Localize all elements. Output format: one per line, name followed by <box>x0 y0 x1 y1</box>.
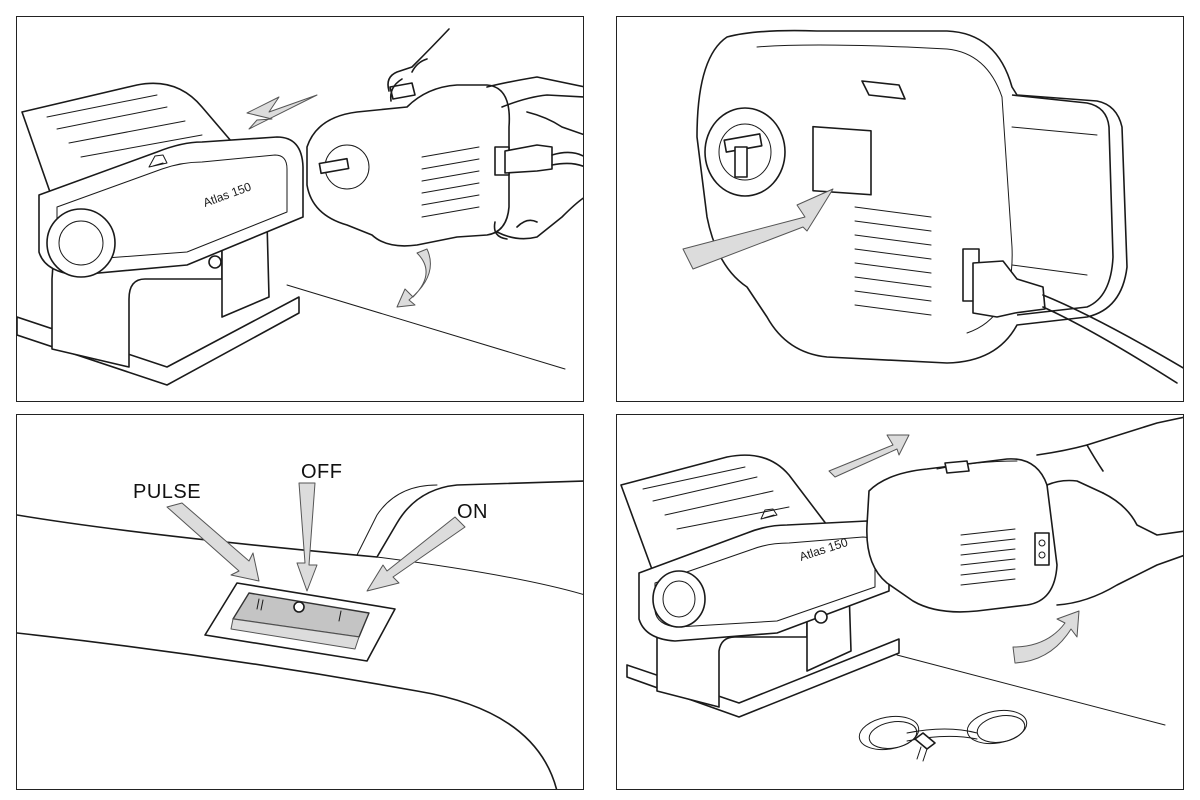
air-vent-icon <box>854 206 932 316</box>
roller-lines <box>46 94 203 158</box>
motor-ridge <box>936 460 1018 470</box>
pulse-label: PULSE <box>133 481 202 503</box>
panel-1-attach-motor: Atlas 150 <box>16 16 584 402</box>
motor-top-switch <box>389 82 416 100</box>
motor-body <box>866 458 1058 613</box>
motor-socket <box>208 255 222 269</box>
motor-socket <box>814 610 828 624</box>
direction-arrow-icon <box>828 434 910 478</box>
on-arrow-icon <box>366 516 466 592</box>
housing-ridge <box>756 44 1003 98</box>
motor-body <box>306 84 511 247</box>
adjust-knob <box>652 570 706 628</box>
table-edge <box>286 284 566 370</box>
hand-arm <box>1036 416 1183 606</box>
housing-outline-bottom <box>17 632 558 789</box>
rotate-arrow-icon <box>1012 610 1080 664</box>
hand-fingers <box>1102 492 1183 536</box>
motor-shaft <box>318 157 350 175</box>
off-arrow-icon <box>296 482 318 592</box>
brand-logo-icon <box>148 154 168 168</box>
power-plug-icon <box>962 248 1183 384</box>
brand-logo-icon <box>760 508 778 520</box>
pulse-arrow-icon <box>166 502 260 582</box>
housing-side-lines <box>1011 126 1098 276</box>
top-switch <box>861 80 906 100</box>
motor-top-switch <box>944 460 970 474</box>
air-vent-icon <box>421 146 480 218</box>
rocker-switch-icon <box>230 592 370 650</box>
left-hand <box>387 28 450 102</box>
direction-arrow-icon <box>682 188 834 270</box>
panel-4-detach-motor: Atlas 150 <box>616 414 1184 790</box>
forearm-lower <box>526 111 583 136</box>
panel-2-motor-closeup <box>616 16 1184 402</box>
on-label: ON <box>457 501 488 523</box>
air-vent-icon <box>960 528 1016 586</box>
panel-3-switch-positions: PULSE OFF ON <box>16 414 584 790</box>
panel-2-illustration <box>682 29 1183 384</box>
power-plug-icon <box>494 144 583 176</box>
right-hand <box>493 197 583 240</box>
housing-side <box>1011 94 1114 316</box>
coupling-inner <box>718 123 772 181</box>
off-label: OFF <box>301 461 343 483</box>
direction-arrow-icon <box>246 94 318 130</box>
rocker-switch-icon <box>1034 532 1050 566</box>
power-cord-icon <box>858 709 1028 762</box>
adjust-knob-inner <box>662 580 696 618</box>
panel-3-illustration <box>17 480 583 789</box>
table-edge <box>896 654 1166 726</box>
housing-outline-top <box>17 480 583 558</box>
housing-fold <box>356 484 438 556</box>
drive-pin <box>734 146 748 178</box>
forearm-upper <box>486 76 583 108</box>
adjust-knob-inner <box>58 220 104 266</box>
roller-lines <box>642 466 790 530</box>
rotate-arrow-icon <box>396 248 431 308</box>
panel-4-illustration: Atlas 150 <box>620 416 1183 762</box>
rating-plate <box>812 125 872 196</box>
panel-1-illustration: Atlas 150 <box>17 28 583 386</box>
adjust-knob <box>46 208 116 278</box>
